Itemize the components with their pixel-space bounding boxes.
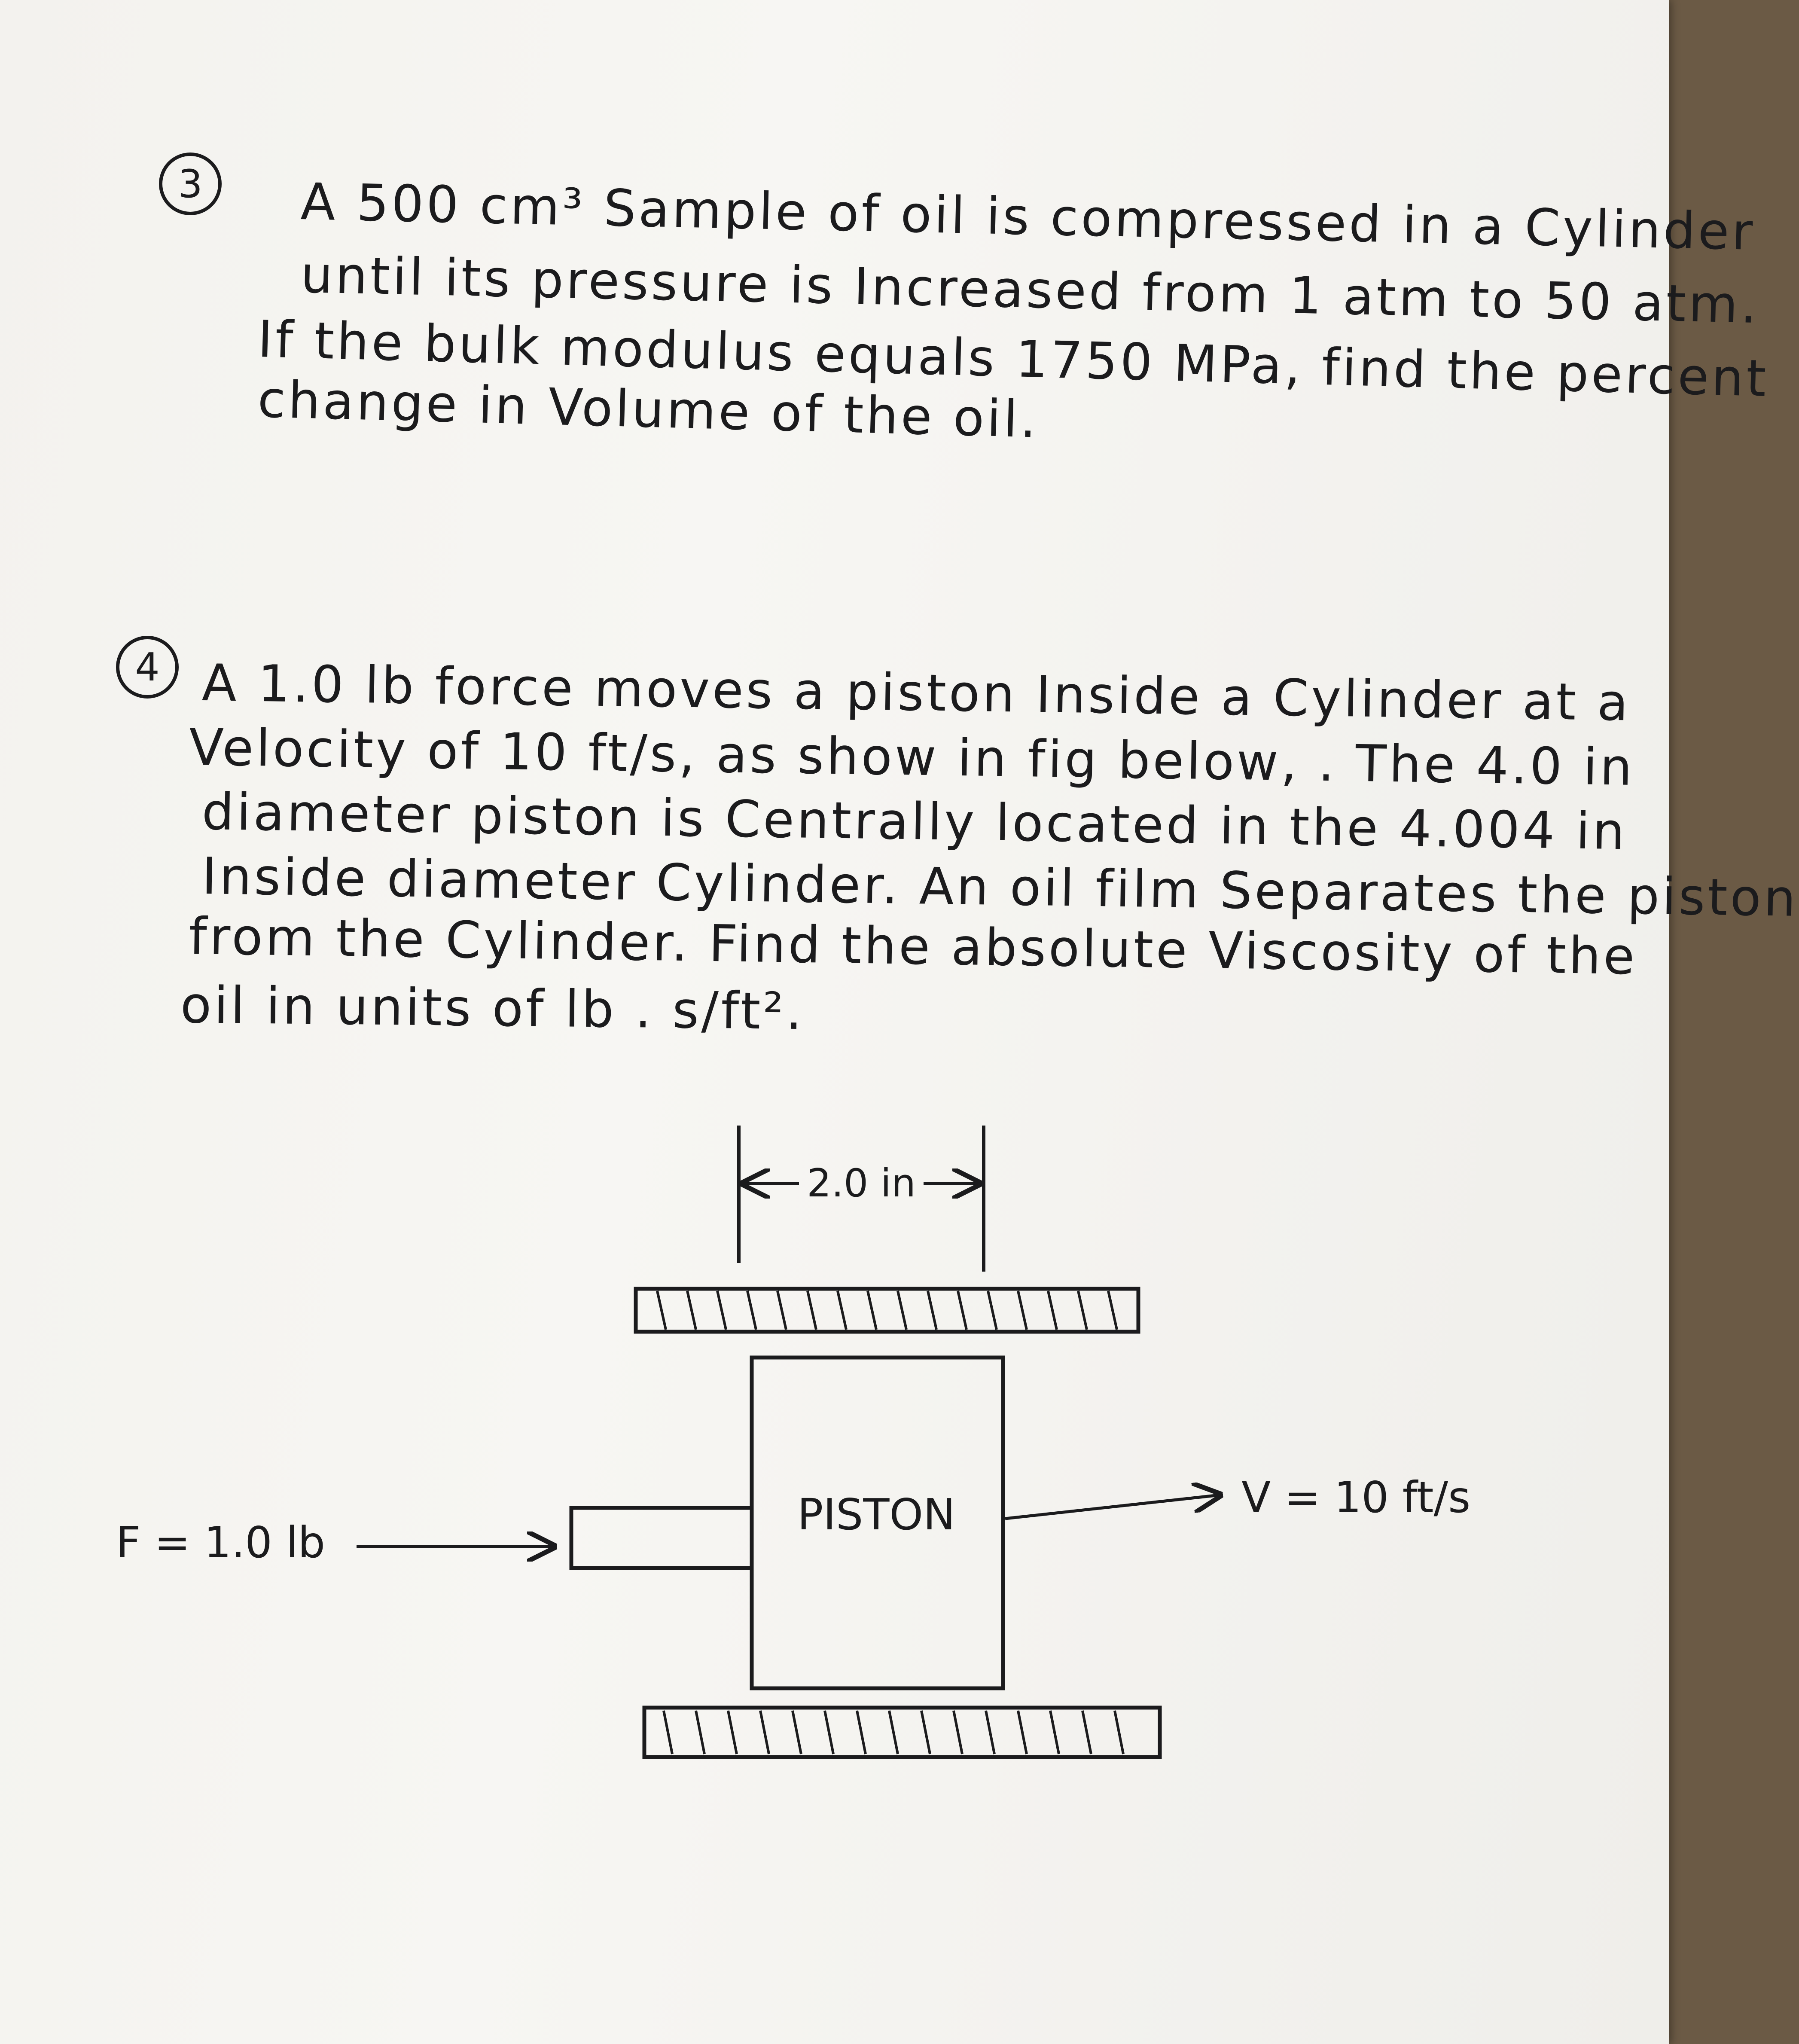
- problem-3-number: 3: [159, 153, 222, 215]
- cylinder-top-wall: [634, 1287, 1140, 1334]
- force-label: F = 1.0 lb: [116, 1517, 325, 1568]
- piston-label: PISTON: [797, 1489, 955, 1540]
- velocity-label: V = 10 ft/s: [1241, 1472, 1470, 1522]
- top-wall-hatching: [656, 1290, 1118, 1330]
- problem-4-number: 4: [116, 636, 179, 699]
- bottom-wall-hatching: [662, 1710, 1125, 1754]
- velocity-arrow: [1005, 1495, 1220, 1520]
- cylinder-bottom-wall: [642, 1705, 1162, 1759]
- piston-rod: [569, 1506, 754, 1570]
- dimension-label: 2.0 in: [807, 1161, 916, 1206]
- problem-3-number-text: 3: [178, 161, 203, 207]
- piston-figure: 2.0 in PISTON F = 1.0 lb: [116, 1126, 1470, 1759]
- problem-4-number-text: 4: [135, 644, 160, 690]
